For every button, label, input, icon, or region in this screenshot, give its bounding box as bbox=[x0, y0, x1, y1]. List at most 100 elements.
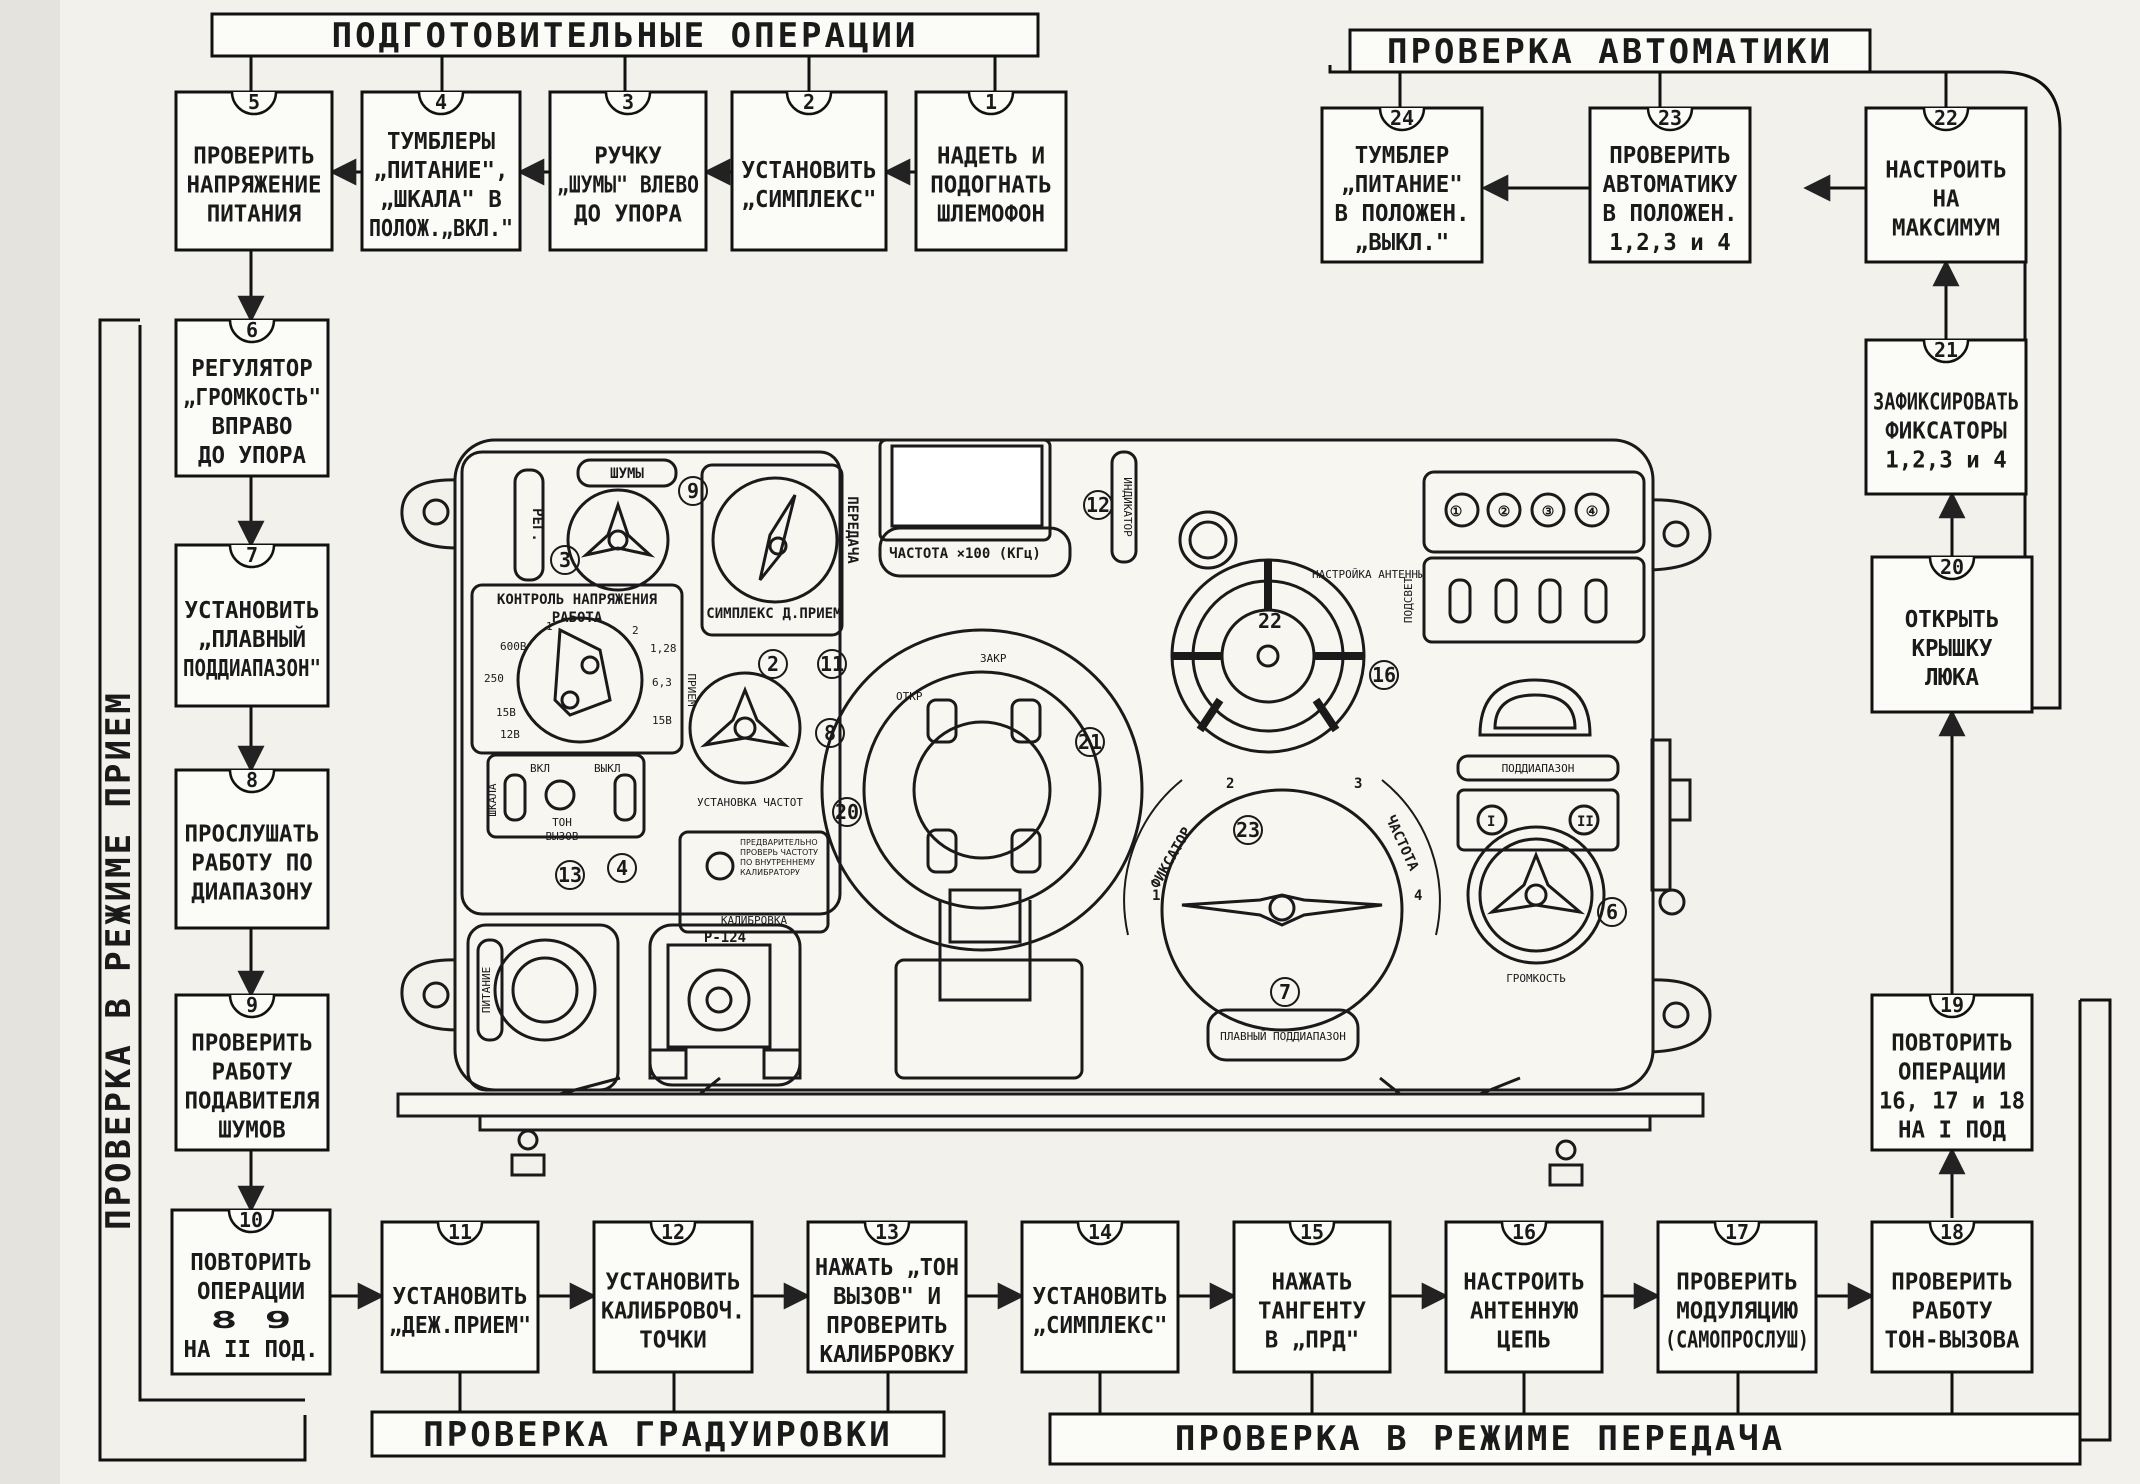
callout-13: 13 bbox=[558, 863, 582, 887]
step-number: 2 bbox=[803, 90, 815, 114]
label-ind-1: ① bbox=[1450, 504, 1463, 520]
step-text-line: ПОДАВИТЕЛЯ bbox=[185, 1088, 320, 1114]
step-text-line: ТОН-ВЫЗОВА bbox=[1885, 1327, 2020, 1353]
step-text-line: ТУМБЛЕРЫ bbox=[387, 129, 495, 155]
step-box-13: 13НАЖАТЬ „ТОНВЫЗОВ" ИПРОВЕРИТЬКАЛИБРОВКУ bbox=[808, 1220, 966, 1372]
callout-21: 21 bbox=[1078, 730, 1102, 754]
step-box-20: 20ОТКРЫТЬКРЫШКУЛЮКА bbox=[1872, 555, 2032, 712]
step-text-line: „ДЕЖ.ПРИЕМ" bbox=[389, 1313, 531, 1339]
step-text-line: ШЛЕМОФОН bbox=[937, 201, 1045, 227]
step-box-5: 5ПРОВЕРИТЬНАПРЯЖЕНИЕПИТАНИЯ bbox=[176, 90, 332, 250]
label-ustanovka: УСТАНОВКА ЧАСТОТ bbox=[697, 796, 803, 809]
step-text-line: НАПРЯЖЕНИЕ bbox=[187, 172, 322, 198]
step-text-line: ШУМОВ bbox=[218, 1117, 286, 1143]
step-text-line: В ПОЛОЖЕН. bbox=[1603, 201, 1738, 227]
step-text-line: ПРОВЕРИТЬ bbox=[1609, 143, 1731, 169]
step-text-line: В ПОЛОЖЕН. bbox=[1335, 201, 1470, 227]
step-text-line: „ВЫКЛ." bbox=[1355, 230, 1450, 256]
callout-22: 22 bbox=[1258, 609, 1282, 633]
step-box-12: 12УСТАНОВИТЬКАЛИБРОВОЧ.ТОЧКИ bbox=[594, 1220, 752, 1372]
step-number: 4 bbox=[435, 90, 447, 114]
step-box-21: 21ЗАФИКСИРОВАТЬФИКСАТОРЫ1,2,3 и 4 bbox=[1866, 338, 2026, 494]
step-number: 21 bbox=[1934, 338, 1958, 362]
step-number: 23 bbox=[1658, 106, 1682, 130]
label-poddiapazon: ПОДДИАПАЗОН bbox=[1502, 762, 1575, 775]
step-text-line: УСТАНОВИТЬ bbox=[742, 158, 877, 184]
step-text-line: УСТАНОВИТЬ bbox=[1033, 1284, 1168, 1310]
step-number: 19 bbox=[1940, 993, 1964, 1017]
label-fix-3: 3 bbox=[1354, 776, 1362, 792]
label-reg: РЕГ. bbox=[529, 508, 545, 542]
step-box-frame bbox=[176, 545, 328, 706]
step-text-line: ПРОВЕРИТЬ bbox=[193, 143, 315, 169]
step-box-6: 6РЕГУЛЯТОР„ГРОМКОСТЬ"ВПРАВОДО УПОРА bbox=[176, 318, 328, 476]
step-box-17: 17ПРОВЕРИТЬМОДУЛЯЦИЮ(САМОПРОСЛУШ) bbox=[1658, 1220, 1816, 1372]
label-scale-1: 1 bbox=[546, 620, 553, 633]
label-scale-2: 2 bbox=[632, 624, 639, 637]
step-text-line: ОПЕРАЦИИ bbox=[197, 1279, 305, 1305]
step-text-line: (САМОПРОСЛУШ) bbox=[1665, 1327, 1809, 1353]
step-text-line: ОПЕРАЦИИ bbox=[1898, 1059, 2006, 1085]
step-text-line: РАБОТУ ПО bbox=[191, 850, 313, 876]
callout-6: 6 bbox=[1606, 900, 1618, 924]
step-number: 24 bbox=[1390, 106, 1414, 130]
step-text-line: АНТЕННУЮ bbox=[1470, 1298, 1578, 1324]
step-number: 1 bbox=[985, 90, 997, 114]
label-kalibrovka: КАЛИБРОВКА bbox=[721, 914, 788, 927]
step-text-line: РУЧКУ bbox=[594, 143, 662, 169]
step-text-line: НАСТРОИТЬ bbox=[1885, 157, 2007, 183]
step-text-line: ПРОВЕРИТЬ bbox=[1676, 1269, 1798, 1295]
step-text-line: ДО УПОРА bbox=[198, 443, 306, 469]
callout-12: 12 bbox=[1086, 493, 1110, 517]
step-text-line: ПИТАНИЯ bbox=[207, 201, 302, 227]
step-number: 22 bbox=[1934, 106, 1958, 130]
step-text-line: ПРОВЕРИТЬ bbox=[191, 1030, 313, 1056]
step-text-line: „СИМПЛЕКС" bbox=[742, 187, 877, 213]
step-number: 8 bbox=[246, 768, 258, 792]
step-number: 20 bbox=[1940, 555, 1964, 579]
step-text-line: РАБОТУ bbox=[1912, 1298, 1993, 1324]
label-63: 6,3 bbox=[652, 676, 672, 689]
step-number: 6 bbox=[246, 318, 258, 342]
step-text-line: ПОВТОРИТЬ bbox=[190, 1250, 312, 1276]
callout-16: 16 bbox=[1372, 663, 1396, 687]
step-text-line: „ГРОМКОСТЬ" bbox=[183, 385, 321, 411]
callout-23: 23 bbox=[1236, 818, 1260, 842]
callout-9: 9 bbox=[687, 479, 699, 503]
callout-7: 7 bbox=[1279, 980, 1291, 1004]
section-top-right: ПРОВЕРКА АВТОМАТИКИ bbox=[1350, 30, 1870, 72]
step-text-line: 16, 17 и 18 bbox=[1879, 1088, 2025, 1114]
callout-4: 4 bbox=[616, 856, 628, 880]
step-text-line: ТУМБЛЕР bbox=[1355, 143, 1450, 169]
step-text-line: АВТОМАТИКУ bbox=[1603, 172, 1738, 198]
step-text-line: УСТАНОВИТЬ bbox=[606, 1269, 741, 1295]
step-text-line: ЛЮКА bbox=[1925, 665, 1979, 691]
step-box-23: 23ПРОВЕРИТЬ АВТОМАТИКУ В ПОЛОЖЕН. 1,2,3 и 4 bbox=[1590, 106, 1750, 262]
step-text-line: „ПИТАНИЕ", bbox=[374, 158, 509, 184]
step-number: 12 bbox=[661, 1220, 685, 1244]
callout-8: 8 bbox=[824, 721, 836, 745]
label-otkr: ОТКР bbox=[896, 690, 923, 703]
label-indikator: ИНДИКАТОР bbox=[1121, 477, 1134, 537]
step-text-line: РЕГУЛЯТОР bbox=[191, 356, 313, 382]
label-15v-b: 15В bbox=[652, 714, 672, 727]
step-text-line: В „ПРД" bbox=[1265, 1327, 1360, 1353]
step-text-line: 1,2,3 и 4 bbox=[1609, 230, 1731, 256]
label-plavny: ПЛАВНЫЙ ПОДДИАПАЗОН bbox=[1220, 1030, 1346, 1043]
step-number: 15 bbox=[1300, 1220, 1324, 1244]
section-left-label: ПРОВЕРКА В РЕЖИМЕ ПРИЕМ bbox=[99, 690, 139, 1230]
label-kal-text: ПРЕДВАРИТЕЛЬНО ПРОВЕРЬ ЧАСТОТУ ПО ВНУТРЕ… bbox=[740, 838, 826, 878]
step-box-9: 9ПРОВЕРИТЬРАБОТУПОДАВИТЕЛЯШУМОВ bbox=[176, 993, 328, 1150]
step-number: 11 bbox=[448, 1220, 472, 1244]
label-ind-3: ③ bbox=[1542, 504, 1555, 520]
step-box-1: 1НАДЕТЬ ИПОДОГНАТЬШЛЕМОФОН bbox=[916, 90, 1066, 250]
label-ton: ТОН bbox=[552, 816, 572, 829]
label-zakr: ЗАКР bbox=[980, 652, 1007, 665]
label-128: 1,28 bbox=[650, 642, 677, 655]
step-number: 17 bbox=[1725, 1220, 1749, 1244]
step-text-line: МАКСИМУМ bbox=[1892, 215, 2000, 241]
step-text-line: ПРОВЕРИТЬ bbox=[826, 1313, 948, 1339]
label-ind-4: ④ bbox=[1586, 504, 1599, 520]
section-top-right-label: ПРОВЕРКА АВТОМАТИКИ bbox=[1387, 32, 1833, 72]
label-podsvet: ПОДСВЕТ bbox=[1402, 576, 1415, 623]
